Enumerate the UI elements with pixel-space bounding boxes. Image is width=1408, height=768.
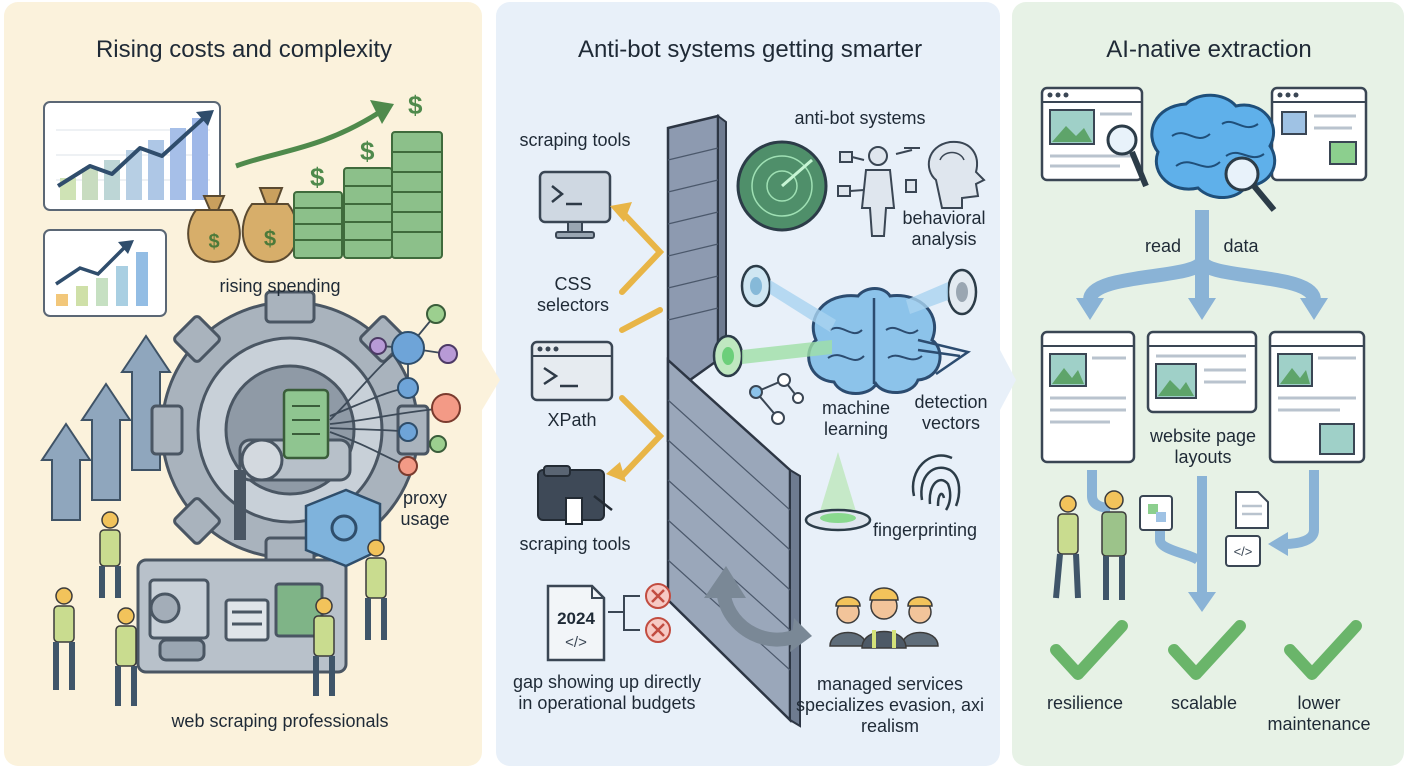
worker-figure bbox=[313, 597, 335, 696]
proxy-network-graph bbox=[329, 304, 461, 476]
magnifier-icon bbox=[1106, 124, 1149, 188]
small-document-icon bbox=[1235, 491, 1269, 529]
worker-figure bbox=[365, 539, 387, 640]
worker-figure bbox=[115, 607, 137, 706]
error-x-icon bbox=[645, 583, 671, 609]
label-css-selectors: CSS selectors bbox=[536, 274, 610, 315]
svg-text:$: $ bbox=[310, 162, 325, 192]
flow-arrow-head bbox=[1268, 532, 1288, 556]
terminal-monitor-icon bbox=[538, 170, 612, 239]
money-bag-icon: $ bbox=[187, 195, 241, 264]
flow-arrow-head bbox=[1188, 592, 1216, 612]
detection-emitter-icon bbox=[906, 268, 978, 316]
toolbox-icon bbox=[537, 465, 613, 525]
label-rising-spending: rising spending bbox=[219, 276, 341, 296]
label-professionals: web scraping professionals bbox=[171, 711, 389, 731]
page-layout-window bbox=[1040, 330, 1136, 464]
cash-stack-icon bbox=[391, 131, 443, 259]
growth-chart-large bbox=[43, 101, 221, 211]
label-anti-bot-systems: anti-bot systems bbox=[794, 108, 926, 128]
browser-window-icon bbox=[1270, 86, 1368, 182]
worker-figure bbox=[53, 587, 75, 690]
error-branch-lines bbox=[608, 595, 640, 631]
label-website-page-layouts: website page layouts bbox=[1149, 426, 1257, 467]
panel-1-chevron bbox=[482, 350, 500, 410]
worker-figure bbox=[99, 511, 121, 598]
human-scan-icon bbox=[837, 146, 920, 237]
spending-arrow-head bbox=[370, 100, 394, 124]
network-node-icon bbox=[749, 373, 804, 425]
magnifier-icon bbox=[1224, 156, 1277, 212]
label-gap-budgets: gap showing up directly in operational b… bbox=[512, 672, 702, 713]
document-year-text: 2024 bbox=[557, 609, 595, 628]
label-scraping-tools-top: scraping tools bbox=[519, 130, 631, 150]
page-layout-window bbox=[1146, 330, 1258, 414]
label-resilience: resilience bbox=[1046, 693, 1124, 713]
server-icon bbox=[282, 388, 330, 460]
cash-stack-icon bbox=[293, 191, 343, 259]
code-file-text: </> bbox=[1233, 544, 1253, 559]
fingerprint-icon bbox=[911, 454, 961, 511]
growth-up-arrows bbox=[40, 334, 172, 521]
label-behavioral-analysis: behavioral analysis bbox=[902, 208, 986, 249]
panel-3-title: AI-native extraction bbox=[1106, 36, 1312, 63]
document-code-text: </> bbox=[565, 634, 587, 651]
label-scraping-tools-bottom: scraping tools bbox=[519, 534, 631, 554]
worker-figure bbox=[1053, 495, 1081, 599]
brain-icon bbox=[807, 287, 942, 395]
double-curved-arrow bbox=[704, 566, 812, 652]
flow-arrows bbox=[1087, 470, 1319, 594]
check-icon bbox=[1050, 620, 1128, 680]
bypass-arrows bbox=[619, 209, 665, 479]
bypass-arrow-heads bbox=[606, 202, 632, 482]
label-lower-maintenance: lower maintenance bbox=[1267, 693, 1371, 734]
dollar-sign-icon: $ $ $ bbox=[310, 90, 423, 192]
cash-stack-icon bbox=[343, 167, 393, 259]
proxy-cube-icon bbox=[304, 488, 382, 568]
spending-trend-arrow bbox=[235, 109, 382, 169]
svg-text:$: $ bbox=[208, 231, 219, 253]
check-icon bbox=[1168, 620, 1246, 680]
scanner-pad-icon bbox=[804, 452, 872, 532]
distribution-arrows bbox=[1076, 210, 1328, 320]
document-icon bbox=[546, 584, 606, 662]
label-managed-services: managed services specializes evasion, ax… bbox=[795, 674, 985, 736]
managed-services-team-icon bbox=[829, 587, 939, 649]
error-x-icon bbox=[645, 617, 671, 643]
terminal-window-icon bbox=[530, 340, 614, 402]
svg-text:$: $ bbox=[408, 90, 423, 120]
small-document-icon bbox=[1139, 495, 1173, 531]
svg-text:$: $ bbox=[360, 136, 375, 166]
radar-icon bbox=[736, 140, 828, 232]
browser-window-icon bbox=[1040, 86, 1144, 182]
detection-emitter-icon bbox=[712, 334, 832, 378]
worker-figure bbox=[1101, 490, 1127, 600]
money-bag-icon: $ bbox=[241, 187, 299, 264]
label-machine-learning: machine learning bbox=[821, 398, 891, 439]
machine-base bbox=[136, 558, 348, 674]
label-data: data bbox=[1223, 236, 1259, 256]
code-file-icon bbox=[1225, 535, 1261, 567]
svg-text:$: $ bbox=[264, 226, 276, 251]
label-read: read bbox=[1144, 236, 1182, 256]
detection-emitter-icon bbox=[740, 264, 836, 332]
panel-1-title: Rising costs and complexity bbox=[95, 36, 393, 63]
label-fingerprinting: fingerprinting bbox=[872, 520, 978, 540]
panel-2-chevron bbox=[1000, 350, 1016, 410]
check-icon bbox=[1284, 620, 1362, 680]
growth-chart-small bbox=[43, 229, 167, 317]
panel-2-title: Anti-bot systems getting smarter bbox=[577, 36, 923, 63]
detection-vector-icon bbox=[917, 338, 972, 376]
label-detection-vectors: detection vectors bbox=[914, 392, 988, 433]
label-xpath: XPath bbox=[547, 410, 597, 430]
page-layout-window bbox=[1268, 330, 1366, 464]
label-scalable: scalable bbox=[1170, 693, 1238, 713]
head-profile-icon bbox=[927, 140, 986, 209]
label-proxy-usage: proxy usage bbox=[400, 488, 450, 529]
